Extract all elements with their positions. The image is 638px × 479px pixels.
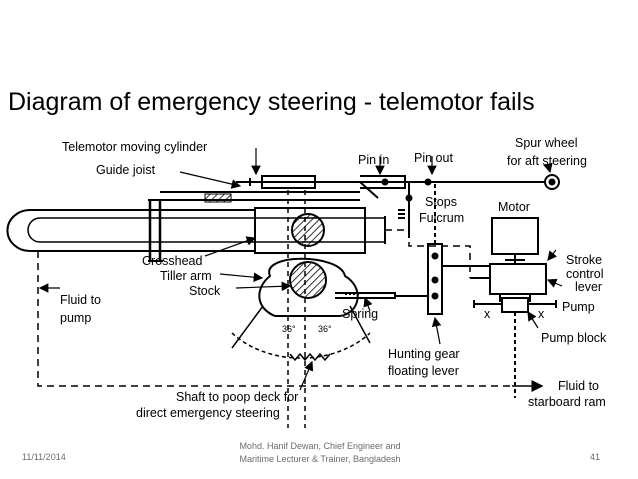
guide-pointer	[179, 171, 242, 189]
label-hunting-1: Hunting gear	[388, 347, 460, 361]
label-crosshead: Crosshead	[142, 254, 202, 268]
motor-pump-unit	[470, 217, 557, 398]
label-pin-out: Pin out	[414, 151, 453, 165]
label-pin-in: Pin in	[358, 153, 389, 167]
label-pump-block: Pump block	[541, 331, 607, 345]
slide-title: Diagram of emergency steering - telemoto…	[8, 88, 535, 116]
label-spur-wheel-1: Spur wheel	[515, 136, 578, 150]
label-pump: Pump	[562, 300, 595, 314]
label-fluid-sb-1: Fluid to	[558, 379, 599, 393]
label-fluid-pump-1: Fluid to	[60, 293, 101, 307]
label-tiller-arm: Tiller arm	[160, 269, 212, 283]
stroke-pointer	[547, 249, 557, 261]
floating-lever	[395, 184, 490, 315]
label-shaft-2: direct emergency steering	[136, 406, 280, 420]
crosshead-pointer	[204, 236, 257, 257]
label-telemotor-cylinder: Telemotor moving cylinder	[62, 140, 207, 154]
ram-cylinder	[6, 199, 386, 262]
guide-joist	[160, 181, 379, 203]
label-motor: Motor	[498, 200, 530, 214]
label-deg-left: 36°	[282, 324, 296, 334]
label-x-left: x	[484, 307, 491, 321]
spur-gear	[289, 352, 331, 362]
label-guide-joist: Guide joist	[96, 163, 156, 177]
spring-pointer	[363, 296, 373, 312]
label-x-right: x	[538, 307, 545, 321]
label-fulcrum: Fulcrum	[419, 211, 464, 225]
pumpblock-pointer	[527, 310, 539, 329]
spur-pointer	[543, 162, 553, 174]
label-stroke-2: control	[566, 267, 604, 281]
footer-page-number: 41	[590, 452, 601, 462]
label-stock: Stock	[189, 284, 221, 298]
telemotor-rod	[249, 174, 560, 190]
footer-author-line1: Mohd. Hanif Dewan, Chief Engineer and	[239, 441, 401, 451]
pump-pointer	[546, 278, 563, 288]
label-shaft-1: Shaft to poop deck for	[176, 390, 298, 404]
stock-pointer	[235, 281, 292, 292]
shaft-pointer	[299, 360, 314, 391]
footer-date: 11/11/2014	[22, 452, 66, 462]
label-fluid-sb-2: starboard ram	[528, 395, 606, 409]
label-stops: Stops	[425, 195, 457, 209]
crosshead	[254, 190, 366, 428]
label-stroke-3: lever	[575, 280, 602, 294]
label-spring: Spring	[342, 307, 378, 321]
tiller-pointer	[219, 272, 264, 282]
footer-author: Mohd. Hanif Dewan, Chief Engineer and Ma…	[200, 440, 440, 466]
fulcrum-stops	[398, 182, 413, 238]
emergency-steering-diagram: Telemotor moving cylinder Guide joist Pi…	[6, 136, 607, 428]
fluid-lines	[37, 229, 544, 392]
label-fluid-pump-2: pump	[60, 311, 91, 325]
label-hunting-2: floating lever	[388, 364, 459, 378]
footer-author-line2: Maritime Lecturer & Trainer, Bangladesh	[239, 454, 401, 464]
label-deg-right: 36°	[318, 324, 332, 334]
hunting-pointer	[431, 316, 442, 345]
label-spur-wheel-2: for aft steering	[507, 154, 587, 168]
label-stroke-1: Stroke	[566, 253, 602, 267]
